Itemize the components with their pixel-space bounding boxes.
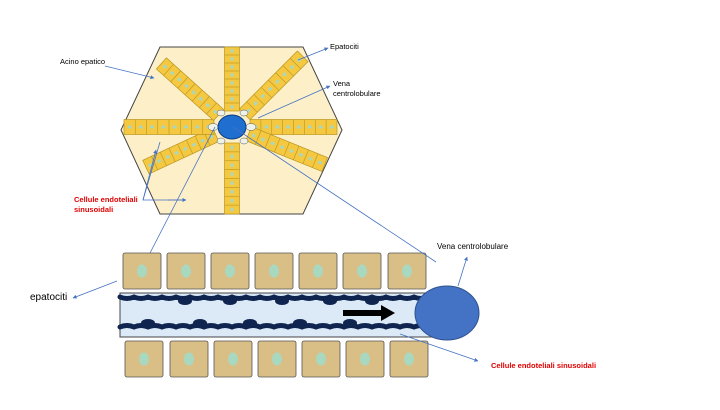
hepatocyte-box	[254, 252, 294, 290]
label-epatociti-bottom: epatociti	[30, 292, 68, 303]
hepatocyte-box	[210, 252, 250, 290]
central-vein-top	[217, 114, 247, 140]
hepatocyte-cord	[224, 142, 240, 215]
label-endo-top-line1: Cellule endoteliali	[74, 195, 138, 204]
endothelium-bottom	[117, 323, 445, 330]
hepatocyte-box	[342, 252, 382, 290]
label-epatociti-top: Epatociti	[330, 42, 359, 51]
endothelial-nucleus	[323, 297, 337, 305]
endothelial-nucleus	[223, 297, 237, 305]
endothelial-nucleus	[141, 319, 155, 327]
label-endo-bottom: Cellule endoteliali sinusoidali	[491, 361, 597, 370]
hepatocyte-box	[124, 340, 164, 378]
hepatocyte-cord	[245, 126, 328, 172]
hepatocyte-cord	[224, 46, 240, 112]
label-vena-top-line2: centrolobulare	[333, 89, 381, 98]
hepatocyte-box	[122, 252, 162, 290]
hepatocyte-box	[301, 340, 341, 378]
label-vena-bottom: Vena centrolobulare	[437, 242, 509, 251]
hepatocyte-box	[166, 252, 206, 290]
endothelial-nucleus	[275, 297, 289, 305]
endothelial-nucleus	[365, 297, 379, 305]
hepatocyte-box	[169, 340, 209, 378]
label-vena-top-line1: Vena	[333, 79, 351, 88]
sinusoidal-cells-top	[207, 109, 257, 145]
annotation-lines	[72, 47, 479, 362]
label-endo-top-line2: sinusoidali	[74, 205, 114, 214]
hepatocyte-box	[257, 340, 297, 378]
endothelial-nucleus	[178, 297, 192, 305]
endothelial-nucleus	[293, 319, 307, 327]
hepatocyte-box	[389, 340, 429, 378]
hepatocyte-box	[298, 252, 338, 290]
hepatocyte-cords	[123, 46, 338, 215]
endothelial-nucleus	[243, 319, 257, 327]
hepatocyte-box	[387, 252, 427, 290]
hepatocyte-box	[213, 340, 253, 378]
hepatocyte-cord	[123, 119, 215, 135]
hepatocyte-cord	[238, 50, 309, 121]
label-acino-epatico: Acino epatico	[60, 57, 106, 66]
hepatocyte-rows	[122, 252, 429, 378]
endothelial-lining	[117, 294, 445, 330]
blood-flow-arrow	[343, 305, 395, 321]
hepatocyte-box	[345, 340, 385, 378]
endothelial-nucleus	[343, 319, 357, 327]
hepatocyte-cord	[142, 127, 220, 175]
endothelial-nucleus	[193, 319, 207, 327]
central-vein-bottom	[414, 285, 480, 341]
